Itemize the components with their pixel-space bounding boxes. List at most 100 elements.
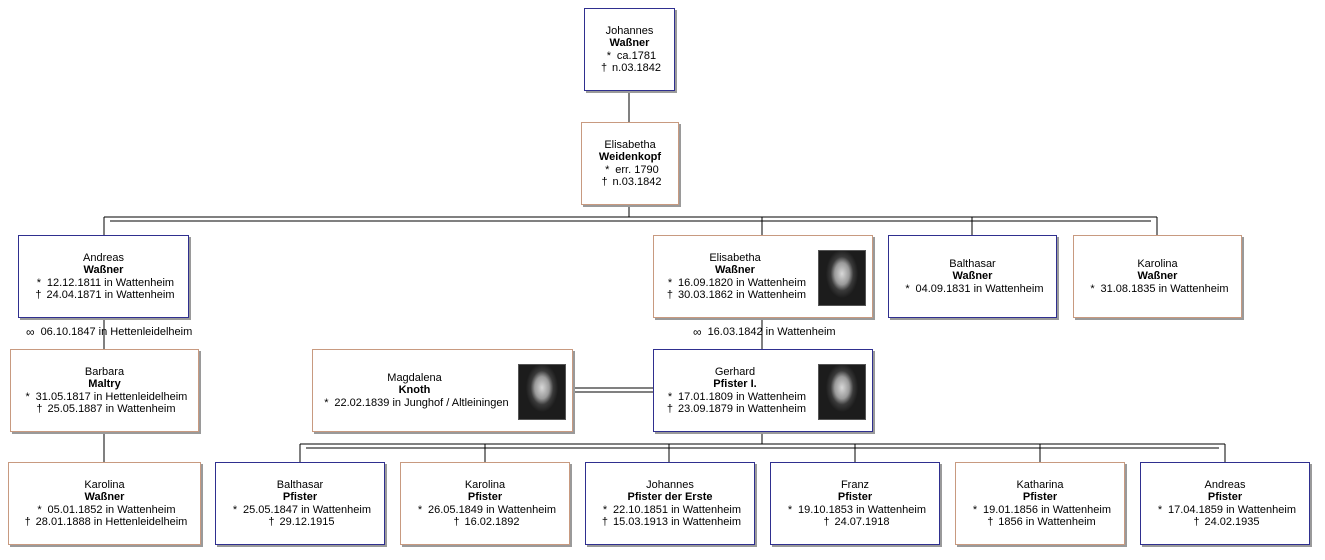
birth-event: *31.05.1817 in Hettenleidelheim <box>22 391 188 404</box>
person-box-andreas-pfister[interactable]: Andreas Pfister *17.04.1859 in Wattenhei… <box>1140 462 1310 545</box>
surname: Waßner <box>952 270 993 283</box>
given-name: Karolina <box>84 478 125 491</box>
birth-symbol: * <box>232 503 238 516</box>
birth-text: 12.12.1811 in Wattenheim <box>46 276 175 289</box>
birth-symbol: * <box>905 282 910 295</box>
person-box-barbara-maltry[interactable]: Barbara Maltry *31.05.1817 in Hettenleid… <box>10 349 199 432</box>
person-box-karolina-pfister[interactable]: Karolina Pfister *26.05.1849 in Wattenhe… <box>400 462 570 545</box>
death-event: †24.07.1918 <box>820 516 889 529</box>
marriage-label-andreas-barbara: ∞ 06.10.1847 in Hettenleidelheim <box>26 325 192 339</box>
birth-event: * ca.1781 <box>603 50 656 63</box>
person-box-gerhard-pfister[interactable]: Gerhard Pfister I. *17.01.1809 in Watten… <box>653 349 873 432</box>
death-symbol: † <box>666 289 674 301</box>
surname: Waßner <box>715 264 755 276</box>
death-text: 1856 in Wattenheim <box>998 516 1096 528</box>
death-text: 24.02.1935 <box>1204 516 1260 528</box>
death-symbol: † <box>1193 516 1200 528</box>
death-symbol: † <box>987 516 994 528</box>
death-text: 23.09.1879 in Wattenheim <box>677 403 806 415</box>
birth-event: *04.09.1831 in Wattenheim <box>901 283 1043 296</box>
birth-event: * 19.10.1853 in Wattenheim <box>784 504 926 517</box>
birth-symbol: * <box>25 390 30 403</box>
surname: Waßner <box>1137 270 1178 283</box>
marriage-symbol: ∞ <box>26 325 35 339</box>
person-box-karolina-wassner-1835[interactable]: Karolina Waßner *31.08.1835 in Wattenhei… <box>1073 235 1242 318</box>
birth-symbol: * <box>606 49 612 62</box>
death-event: †30.03.1862 in Wattenheim <box>664 289 806 302</box>
birth-event: * 22.02.1839 in Junghof / Altleiningen <box>320 397 508 410</box>
death-text: 16.02.1892 <box>464 516 520 528</box>
death-event: †29.12.1915 <box>265 516 334 529</box>
birth-text: 19.10.1853 in Wattenheim <box>797 503 926 516</box>
surname: Pfister I. <box>713 378 757 390</box>
death-symbol: † <box>453 516 460 528</box>
death-symbol: † <box>823 516 830 528</box>
death-symbol: † <box>268 516 275 528</box>
given-name: Barbara <box>84 365 125 378</box>
death-event: †25.05.1887 in Wattenheim <box>33 403 175 416</box>
person-box-johannes-pfister[interactable]: Johannes Pfister der Erste *22.10.1851 i… <box>585 462 755 545</box>
marriage-label-elisabetha-gerhard: ∞ 16.03.1842 in Wattenheim <box>693 325 836 339</box>
portrait-photo[interactable] <box>818 249 866 306</box>
person-box-elisabetha-wassner[interactable]: Elisabetha Waßner *16.09.1820 in Wattenh… <box>653 235 873 318</box>
person-box-balthasar-pfister[interactable]: Balthasar Pfister *25.05.1847 in Wattenh… <box>215 462 385 545</box>
surname: Weidenkopf <box>598 151 662 163</box>
death-symbol: † <box>666 403 674 415</box>
surname: Pfister <box>282 491 318 503</box>
birth-symbol: * <box>602 503 608 516</box>
surname: Maltry <box>88 378 121 390</box>
person-box-karolina-wassner-1852[interactable]: Karolina Waßner *05.01.1852 in Wattenhei… <box>8 462 201 545</box>
birth-text: 17.04.1859 in Wattenheim <box>1167 503 1296 516</box>
birth-event: *12.12.1811 in Wattenheim <box>33 277 174 290</box>
birth-event: *17.01.1809 in Wattenheim <box>664 391 806 404</box>
birth-symbol: * <box>324 396 329 409</box>
birth-event: *16.09.1820 in Wattenheim <box>664 277 806 290</box>
birth-event: *05.01.1852 in Wattenheim <box>33 504 175 517</box>
given-name: Franz <box>840 478 870 491</box>
birth-text: ca.1781 <box>616 49 657 62</box>
birth-text: 22.02.1839 in Junghof / Altleiningen <box>334 396 509 409</box>
given-name: Andreas <box>83 251 124 264</box>
surname: Pfister <box>467 491 503 503</box>
person-box-elisabetha-weidenkopf[interactable]: Elisabetha Weidenkopf * err. 1790 †n.03.1… <box>581 122 679 205</box>
birth-symbol: * <box>667 390 673 403</box>
death-event: †28.01.1888 in Hettenleidelheim <box>22 516 188 529</box>
birth-symbol: * <box>787 503 793 516</box>
birth-text: err. 1790 <box>615 163 659 176</box>
death-event: †n.03.1842 <box>599 176 661 189</box>
birth-event: *25.05.1847 in Wattenheim <box>229 504 371 517</box>
death-text: 30.03.1862 in Wattenheim <box>677 289 806 301</box>
birth-event: * err. 1790 <box>601 163 659 177</box>
birth-text: 16.09.1820 in Wattenheim <box>677 276 806 289</box>
death-text: n.03.1842 <box>612 62 661 74</box>
person-box-balthasar-wassner[interactable]: Balthasar Waßner *04.09.1831 in Wattenhe… <box>888 235 1057 318</box>
surname: Knoth <box>398 384 431 397</box>
birth-event: * 17.04.1859 in Wattenheim <box>1154 504 1296 517</box>
person-box-magdalena-knoth[interactable]: Magdalena Knoth *22.02.1839 in Junghof /… <box>312 349 573 432</box>
death-event: † 1856 in Wattenheim <box>984 516 1096 529</box>
person-box-katharina-pfister[interactable]: Katharina Pfister *19.01.1856 in Wattenh… <box>955 462 1125 545</box>
portrait-photo[interactable] <box>518 363 566 420</box>
portrait-photo[interactable] <box>818 363 866 420</box>
person-box-johannes-wassner[interactable]: Johannes Waßner *ca.1781 †n.03.1842 <box>584 8 675 91</box>
given-name: Johannes <box>646 478 694 491</box>
death-symbol: † <box>35 289 42 301</box>
birth-text: 22.10.1851 in Wattenheim <box>612 503 741 516</box>
birth-symbol: * <box>972 503 978 516</box>
given-name: Johannes <box>605 24 654 37</box>
death-event: †23.09.1879 in Wattenheim <box>664 403 806 416</box>
given-name: Karolina <box>1137 257 1178 270</box>
death-symbol: † <box>24 516 31 528</box>
person-box-andreas-wassner[interactable]: Andreas Waßner *12.12.1811 in Wattenheim… <box>18 235 189 318</box>
surname: Waßner <box>84 491 125 503</box>
given-name: Elisabetha <box>604 138 656 151</box>
birth-symbol: * <box>605 163 610 176</box>
birth-symbol: * <box>37 503 42 516</box>
death-symbol: † <box>600 62 608 74</box>
given-name: Andreas <box>1204 478 1246 491</box>
death-event: †15.03.1913 in Wattenheim <box>599 516 741 529</box>
person-box-franz-pfister[interactable]: Franz Pfister *19.10.1853 in Wattenheim … <box>770 462 940 545</box>
birth-symbol: * <box>1157 503 1163 516</box>
given-name: Katharina <box>1016 478 1064 491</box>
